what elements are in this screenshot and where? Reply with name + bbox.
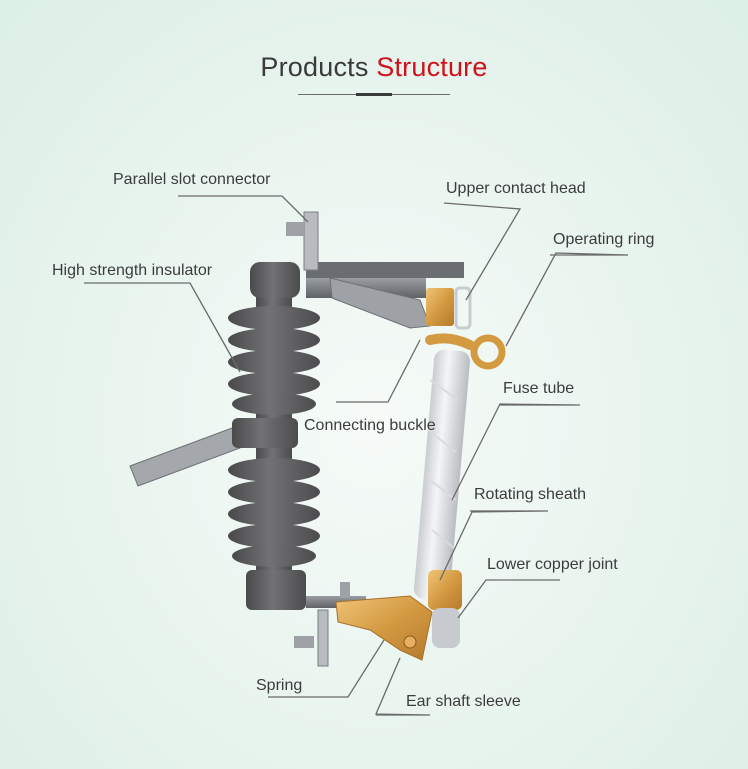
operating-ring xyxy=(425,333,506,370)
upper-arm xyxy=(286,211,464,329)
page-title: Products Structure xyxy=(0,52,748,83)
insulator-body xyxy=(228,262,320,610)
label-spring: Spring xyxy=(256,677,303,694)
label-fuse-tube: Fuse tube xyxy=(503,380,575,397)
leader-lines xyxy=(84,195,629,716)
label-operating-ring: Operating ring xyxy=(553,231,655,248)
label-high-strength-insulator: High strength insulator xyxy=(52,262,213,279)
title-accent: Structure xyxy=(376,52,488,82)
title-divider-mark xyxy=(356,93,392,96)
lower-contact-assembly xyxy=(294,582,433,667)
label-rotating-sheath: Rotating sheath xyxy=(474,486,587,503)
fuse-tube xyxy=(414,349,470,648)
label-parallel-slot-connector: Parallel slot connector xyxy=(113,171,271,188)
title-main: Products xyxy=(260,52,369,82)
upper-contact-head xyxy=(426,286,472,330)
label-upper-contact-head: Upper contact head xyxy=(446,180,586,197)
label-ear-shaft-sleeve: Ear shaft sleeve xyxy=(406,693,521,710)
label-lower-copper-joint: Lower copper joint xyxy=(487,556,618,573)
label-connecting-buckle: Connecting buckle xyxy=(304,417,436,434)
